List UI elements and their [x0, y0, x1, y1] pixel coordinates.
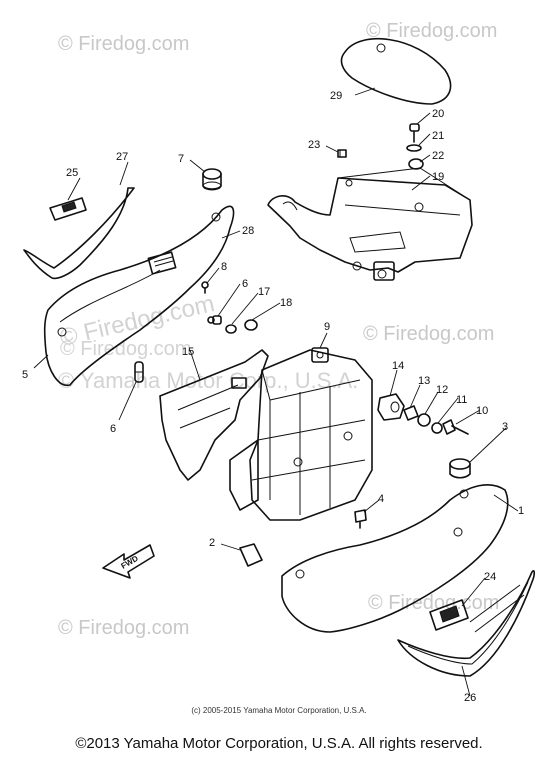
part-29-pad — [340, 37, 452, 105]
callout-9: 9 — [324, 321, 330, 333]
part-26-stripe — [397, 570, 536, 677]
part-22-grommet — [408, 158, 424, 170]
part-11-washer — [431, 422, 443, 434]
part-19-battery-box — [267, 167, 473, 281]
leader-lines — [33, 87, 519, 697]
part-12-washer — [417, 413, 431, 427]
footer-copyright: ©2013 Yamaha Motor Corporation, U.S.A. A… — [75, 735, 483, 752]
part-27-strip — [23, 187, 135, 280]
part-8-screw — [201, 281, 209, 294]
callout-24: 24 — [484, 571, 496, 583]
callout-17: 17 — [258, 286, 270, 298]
callout-5: 5 — [22, 369, 28, 381]
part-5-side-cover — [43, 205, 235, 386]
part-13-collar — [403, 405, 419, 421]
callout-19: 19 — [432, 171, 444, 183]
watermark-mid-left: © Firedog.com — [60, 338, 191, 360]
callout-22: 22 — [432, 150, 444, 162]
watermark-mid-right: © Firedog.com — [363, 323, 494, 345]
part-2-clip — [239, 543, 263, 567]
watermark-yamaha: © Yamaha Motor Corp., U.S.A. — [58, 368, 358, 393]
part-14-damper — [377, 393, 405, 421]
callout-23: 23 — [308, 139, 320, 151]
callout-29: 29 — [330, 90, 342, 102]
callout-6-left: 6 — [110, 423, 116, 435]
callout-8: 8 — [221, 261, 227, 273]
part-25-emblem — [49, 197, 87, 221]
watermark-bottom-right: © Firedog.com — [368, 592, 499, 614]
diagram-copyright-small: (c) 2005-2015 Yamaha Motor Corporation, … — [191, 706, 367, 715]
callout-12: 12 — [436, 384, 448, 396]
fwd-arrow-icon: FWD — [102, 544, 155, 579]
callout-20: 20 — [432, 108, 444, 120]
part-1-side-cover — [281, 484, 509, 633]
part-6-pin-left — [134, 361, 144, 383]
callout-4: 4 — [378, 493, 384, 505]
callout-3: 3 — [502, 421, 508, 433]
part-9-battery — [229, 347, 373, 521]
watermark-bottom-left: © Firedog.com — [58, 617, 189, 639]
callout-15: 15 — [182, 346, 194, 358]
watermark-top-right: © Firedog.com — [366, 20, 497, 42]
part-15-bracket — [159, 349, 269, 481]
callout-21: 21 — [432, 130, 444, 142]
part-3-grommet — [449, 458, 471, 479]
part-21-washer — [406, 144, 422, 152]
callout-11: 11 — [456, 394, 467, 406]
part-24-emblem — [429, 599, 469, 631]
part-7-grommet — [202, 168, 222, 191]
callout-10: 10 — [476, 405, 488, 417]
callout-25: 25 — [66, 167, 78, 179]
part-10-bolt — [442, 419, 469, 435]
part-18-washer — [244, 319, 258, 331]
callout-13: 13 — [418, 375, 430, 387]
callout-27: 27 — [116, 151, 128, 163]
callout-28: 28 — [242, 225, 254, 237]
callout-26: 26 — [464, 692, 476, 704]
part-20-bolt — [409, 123, 420, 143]
callout-6: 6 — [242, 278, 248, 290]
callout-7: 7 — [178, 153, 184, 165]
part-4-screw — [354, 509, 367, 529]
callout-18: 18 — [280, 297, 292, 309]
part-17-washer — [225, 324, 237, 334]
callout-2: 2 — [209, 537, 215, 549]
watermark-top-left: © Firedog.com — [58, 33, 189, 55]
callout-14: 14 — [392, 360, 404, 372]
callout-1: 1 — [518, 505, 524, 517]
fwd-label: FWD — [120, 554, 140, 571]
callout-numbers: 29 20 21 22 23 19 7 27 25 28 8 6 17 18 9… — [22, 90, 524, 704]
part-6-collar — [207, 315, 222, 325]
part-23-nut — [337, 149, 347, 158]
